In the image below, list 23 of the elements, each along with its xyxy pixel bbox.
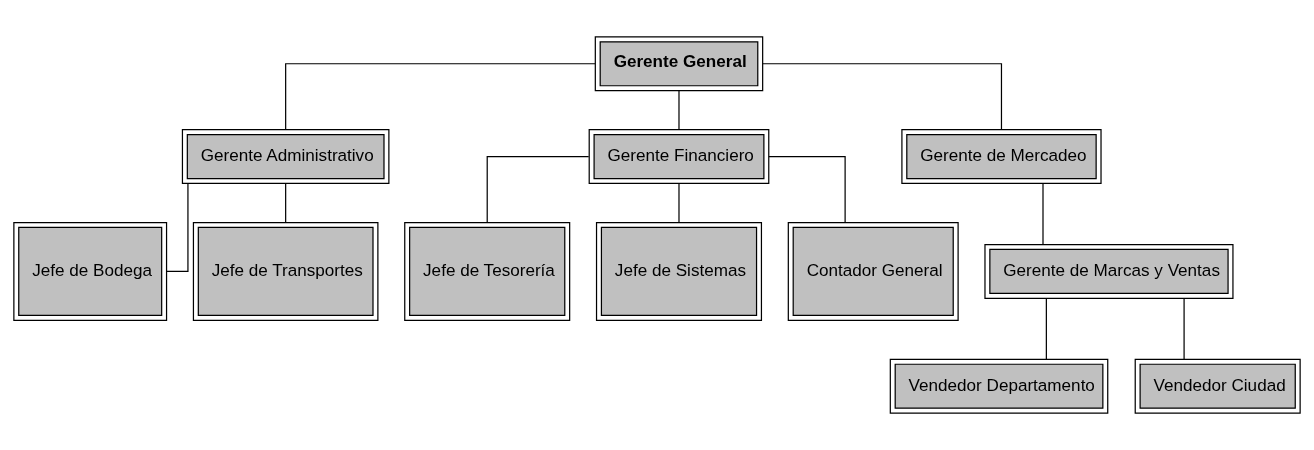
- node-box: Jefe de Sistemas: [595, 221, 763, 321]
- node-box: Jefe de Transportes: [192, 221, 379, 321]
- connector: [285, 63, 596, 130]
- node-box: Gerente de Marcas y Ventas: [984, 243, 1234, 299]
- connector: [762, 63, 1003, 130]
- connector: [486, 156, 590, 223]
- connector: [678, 183, 680, 223]
- connector: [768, 156, 846, 223]
- node-box: Jefe de Bodega: [13, 221, 168, 321]
- connector: [1042, 183, 1044, 245]
- connector: [166, 183, 189, 273]
- connector: [285, 183, 287, 223]
- node-box: Contador General: [787, 221, 959, 321]
- node-box: Gerente de Mercadeo: [901, 129, 1102, 185]
- node-box: Vendedor Departamento: [889, 358, 1109, 414]
- node-box: Gerente Financiero: [588, 129, 770, 185]
- node-box: Gerente General: [594, 36, 764, 92]
- node-box: Gerente Administrativo: [181, 129, 390, 185]
- node-box: Vendedor Ciudad: [1134, 358, 1301, 414]
- connector: [1045, 298, 1047, 360]
- node-box: Jefe de Tesorería: [404, 221, 571, 321]
- connector: [1183, 298, 1185, 360]
- connector: [678, 90, 680, 131]
